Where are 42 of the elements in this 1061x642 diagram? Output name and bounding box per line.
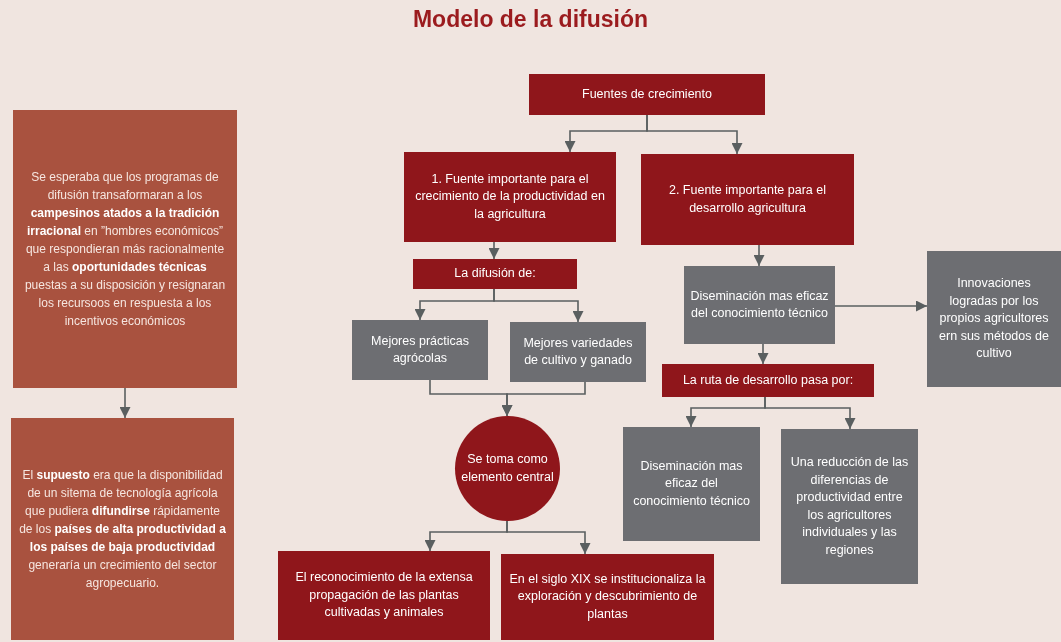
arrow bbox=[753, 244, 765, 267]
process-box bbox=[404, 152, 616, 242]
node-text: 2. Fuente importante para el desarrollo agricultura bbox=[667, 182, 827, 217]
note-box bbox=[11, 418, 234, 640]
node-text: La difusión de: bbox=[454, 265, 536, 283]
process-box bbox=[781, 429, 918, 584]
node-text: El supuesto era que la disponibilidad de un sitema de tecnología agrícola que pudiera difundirse rápidamente de los países de alta productividad a los países de baja productividad generaría un crecimiento del sector agropecuario. bbox=[19, 467, 226, 592]
process-box bbox=[529, 74, 765, 115]
process-box bbox=[623, 427, 760, 541]
process-box bbox=[501, 554, 714, 640]
node-text: La ruta de desarrollo pasa por: bbox=[682, 371, 854, 389]
process-box bbox=[684, 266, 835, 344]
arrow bbox=[834, 300, 928, 312]
arrow bbox=[493, 288, 584, 323]
arrow bbox=[764, 396, 856, 430]
node-text: Mejores prácticas agrócolas bbox=[370, 332, 470, 367]
process-box bbox=[927, 251, 1061, 387]
process-box bbox=[641, 154, 854, 245]
node-text: Diseminación mas eficaz del conocimiento técnico bbox=[690, 287, 829, 322]
arrow bbox=[119, 387, 131, 419]
diagram-title: Modelo de la difusión bbox=[411, 6, 650, 33]
node-text: Fuentes de crecimiento bbox=[582, 85, 712, 103]
process-box bbox=[352, 320, 488, 380]
process-box bbox=[510, 322, 646, 382]
arrow bbox=[506, 520, 591, 555]
arrow bbox=[646, 114, 743, 155]
node-text: 1. Fuente importante para el crecimiento de la productividad en la agricultura bbox=[414, 170, 606, 223]
process-box bbox=[662, 364, 874, 397]
arrow bbox=[501, 381, 586, 417]
note-box bbox=[13, 110, 237, 388]
process-box bbox=[413, 259, 577, 289]
arrow bbox=[488, 241, 500, 260]
arrow bbox=[757, 343, 769, 365]
node-text: Innovaciones logradas por los propios agricultores ern sus métodos de cultivo bbox=[938, 275, 1050, 363]
node-text: Se esperaba que los programas de difusión transaformaran a los campesinos atados a la tradición irracional en ”hombres económicos” que respondieran más racionalmente a las oportunidades técnicas puestas a su disposición y resignaran los recursoos en respuesta a los incentivos económicos bbox=[23, 169, 227, 330]
node-text: El reconocimiento de la extensa propagación de las plantas cultivadas y animales bbox=[294, 569, 474, 622]
node-text: Se toma como elemento central bbox=[461, 451, 554, 486]
node-text: Mejores variedades de cultivo y ganado bbox=[522, 334, 634, 369]
node-text: Una reducción de las diferencias de productividad entre los agricultores individuales y las regiones bbox=[789, 454, 910, 559]
node-text: En el siglo XIX se institucionaliza la exploración y descubrimiento de plantas bbox=[508, 570, 707, 623]
process-box bbox=[278, 551, 490, 640]
node-text: Diseminación mas eficaz del conocimiento técnico bbox=[632, 457, 751, 510]
